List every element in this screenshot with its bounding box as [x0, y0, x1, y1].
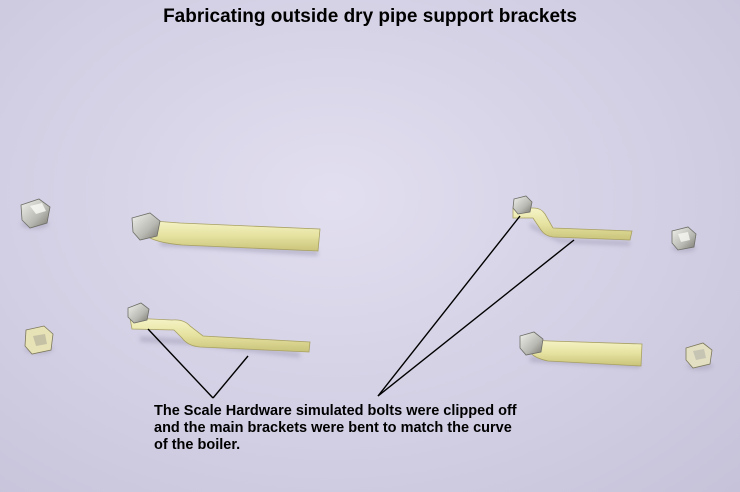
leader-line-right-1	[377, 215, 521, 397]
bent-bracket-2	[512, 195, 633, 246]
loose-bolt-1	[20, 198, 51, 229]
photo-caption: The Scale Hardware simulated bolts were …	[154, 403, 517, 453]
leader-lines	[147, 215, 575, 399]
leader-line-left-2	[212, 355, 249, 399]
photo-title: Fabricating outside dry pipe support bra…	[163, 6, 577, 27]
straight-bracket-2	[519, 331, 643, 368]
leader-line-right-2	[377, 239, 575, 397]
loose-bolt-4	[685, 342, 713, 370]
loose-bolt-2	[24, 325, 54, 355]
leader-line-left-1	[147, 328, 214, 399]
bent-bracket-1	[127, 302, 311, 358]
straight-bracket-1	[131, 212, 321, 256]
loose-bolt-3	[671, 226, 697, 252]
